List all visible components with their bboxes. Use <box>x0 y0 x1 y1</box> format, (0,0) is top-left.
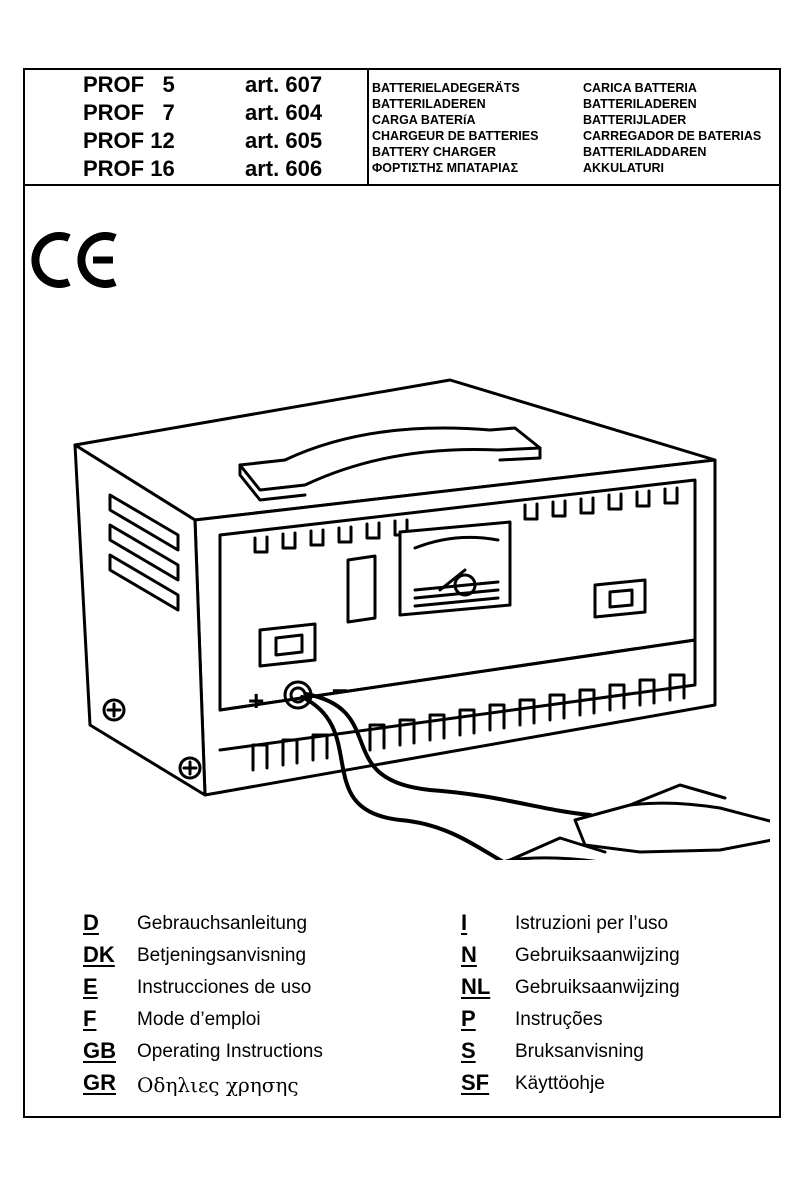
language-label: Betjeningsanvisning <box>137 945 307 966</box>
model-name: PROF 12 <box>83 128 175 153</box>
language-code: D <box>83 910 99 935</box>
titles-left-column: BATTERIELADEGERÄTS BATTERILADEREN CARGA … <box>372 80 538 176</box>
language-code: I <box>461 910 468 935</box>
product-title: BATTERILADDAREN <box>583 145 707 159</box>
language-label: Οδηλιες χρησης <box>137 1073 299 1097</box>
header: PROF 5 art. 607 PROF 7 art. 604 PROF 12 … <box>25 70 779 186</box>
language-label: Bruksanvisning <box>515 1041 644 1062</box>
language-code: SF <box>461 1070 490 1095</box>
cover-frame: PROF 5 art. 607 PROF 7 art. 604 PROF 12 … <box>23 68 781 1118</box>
language-label: Instrucciones de uso <box>137 977 312 998</box>
ce-mark-icon <box>31 232 117 288</box>
product-title: ΦΟΡΤΙΣΤΗΣ ΜΠΑΤΑΡΙΑΣ <box>372 161 519 175</box>
language-code: DK <box>83 942 115 967</box>
language-code: GR <box>83 1070 116 1095</box>
language-label: Gebruiksaanwijzing <box>515 945 680 966</box>
model-list: PROF 5 art. 607 PROF 7 art. 604 PROF 12 … <box>25 70 369 184</box>
language-label: Istruzioni per l’uso <box>515 913 669 934</box>
product-title: BATTERIJLADER <box>583 113 687 127</box>
model-art: art. 604 <box>245 100 323 125</box>
language-code: S <box>461 1038 476 1063</box>
model-name: PROF 7 <box>83 100 175 125</box>
product-title: CARREGADOR DE BATERIAS <box>583 129 762 143</box>
product-title: BATTERIELADEGERÄTS <box>372 81 520 95</box>
model-art: art. 607 <box>245 72 323 97</box>
product-title: BATTERILADEREN <box>583 97 697 111</box>
model-name: PROF 16 <box>83 156 175 181</box>
product-title: CARGA BATERíA <box>372 113 476 127</box>
model-name: PROF 5 <box>83 72 175 97</box>
language-label: Mode d’emploi <box>137 1009 261 1030</box>
language-code: NL <box>461 974 491 999</box>
product-titles: BATTERIELADEGERÄTS BATTERILADEREN CARGA … <box>369 70 781 184</box>
model-art: art. 605 <box>245 128 323 153</box>
language-label: Operating Instructions <box>137 1041 323 1062</box>
product-title: CHARGEUR DE BATTERIES <box>372 129 539 143</box>
product-title: BATTERY CHARGER <box>372 145 497 159</box>
language-code: F <box>83 1006 97 1031</box>
language-label: Gebrauchsanleitung <box>137 913 308 934</box>
language-code: E <box>83 974 98 999</box>
plus-terminal-label: + <box>248 685 264 716</box>
product-title: CARICA BATTERIA <box>583 81 697 95</box>
language-label: Gebruiksaanwijzing <box>515 977 680 998</box>
language-label: Käyttöohje <box>515 1073 605 1094</box>
titles-right-column: CARICA BATTERIA BATTERILADEREN BATTERIJL… <box>583 80 761 176</box>
language-code: GB <box>83 1038 116 1063</box>
language-label: Instruções <box>515 1009 603 1030</box>
language-code: P <box>461 1006 476 1031</box>
model-art: art. 606 <box>245 156 323 181</box>
language-code: N <box>461 942 477 967</box>
minus-terminal-label: – <box>332 673 348 704</box>
battery-charger-illustration: + – <box>73 378 770 860</box>
product-title: BATTERILADEREN <box>372 97 486 111</box>
product-title: AKKULATURI <box>583 161 665 175</box>
